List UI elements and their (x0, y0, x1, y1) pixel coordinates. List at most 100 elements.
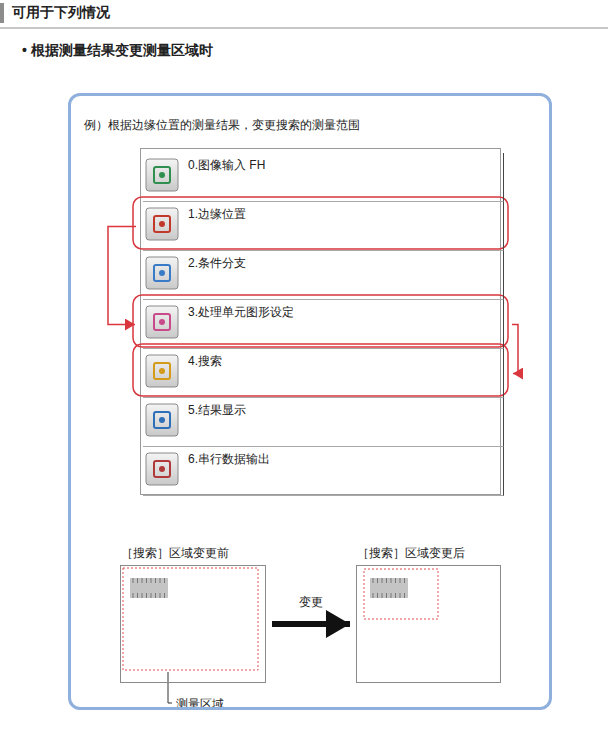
unit-icon (146, 208, 178, 240)
image-box: ［搜索］区域变更前 (120, 565, 266, 683)
chip-pin (160, 578, 161, 583)
chip-pin (373, 578, 374, 583)
highlight-outline (133, 344, 508, 396)
icon-glyph (154, 412, 170, 428)
chip-pin (151, 593, 152, 598)
processing-unit-row: 0.图像输入 FH (143, 153, 504, 202)
icon-dot (159, 221, 165, 227)
unit-icon (146, 257, 178, 289)
icon-frame (146, 404, 178, 436)
processing-unit-row: 3.处理单元图形设定 (143, 300, 504, 349)
chip-pin (382, 578, 383, 583)
unit-name: 6.串行数据输出 (188, 451, 270, 468)
chip-pin (160, 593, 161, 598)
icon-glyph (154, 314, 170, 330)
after-image (364, 569, 438, 619)
flow-arrow (512, 325, 518, 374)
example-note: 例）根据边缘位置的测量结果，变更搜索的测量范围 (84, 117, 360, 134)
box-heading: ［搜索］区域变更后 (357, 545, 465, 562)
region-label: 测量区域 (176, 696, 224, 713)
icon-glyph (154, 216, 170, 232)
unit-name: 1.边缘位置 (188, 206, 246, 223)
chip-pin (395, 578, 396, 583)
chip-pin (404, 578, 405, 583)
change-arrow (272, 621, 350, 627)
chip-pin (133, 578, 134, 583)
chip-pins (373, 578, 405, 598)
icon-frame (146, 355, 178, 387)
highlight-outline (133, 197, 508, 249)
list-frame (141, 149, 501, 495)
chip-pin (164, 593, 165, 598)
heading-bar (0, 3, 4, 23)
chip-pin (142, 593, 143, 598)
chip-pin (377, 593, 378, 598)
chip-pin (155, 593, 156, 598)
unit-name: 0.图像输入 FH (188, 157, 265, 174)
icon-dot (159, 466, 165, 472)
unit-name: 5.结果显示 (188, 402, 246, 419)
unit-icon (146, 404, 178, 436)
measure-region (123, 568, 258, 670)
measure-region (364, 569, 438, 619)
highlight-outline (133, 295, 508, 347)
chip-pin (395, 593, 396, 598)
before-image (123, 568, 258, 670)
highlight-group (133, 197, 508, 396)
icon-dot (159, 270, 165, 276)
unit-icon (146, 306, 178, 338)
chip-pin (146, 578, 147, 583)
chip-pin (391, 593, 392, 598)
unit-icon (146, 453, 178, 485)
chip-pin (373, 593, 374, 598)
box-heading: ［搜索］区域变更前 (121, 545, 229, 562)
chip-pin (137, 593, 138, 598)
leader-line (168, 672, 172, 703)
chip-pin (377, 578, 378, 583)
chip-pin (386, 593, 387, 598)
processing-unit-row: 5.结果显示 (143, 398, 504, 447)
processing-unit-row: 2.条件分支 (143, 251, 504, 300)
chip-pin (151, 578, 152, 583)
chip-pins (133, 578, 165, 598)
processing-unit-row: 4.搜索 (143, 349, 504, 398)
processing-unit-row: 6.串行数据输出 (143, 447, 504, 496)
icon-glyph (154, 167, 170, 183)
icon-dot (159, 172, 165, 178)
heading-rule (0, 27, 608, 29)
chip-pin (382, 593, 383, 598)
unit-name: 2.条件分支 (188, 255, 246, 272)
icon-frame (146, 208, 178, 240)
chip-pin (142, 578, 143, 583)
icon-group (146, 159, 178, 485)
chip-pin (146, 593, 147, 598)
icon-frame (146, 257, 178, 289)
chip-pin (155, 578, 156, 583)
chip-pin (386, 578, 387, 583)
chip-pin (400, 593, 401, 598)
bullet-heading: • 根据测量结果变更测量区域时 (22, 42, 213, 60)
unit-name: 3.处理单元图形设定 (188, 304, 294, 321)
section-heading: 可用于下列情况 (12, 4, 110, 22)
icon-frame (146, 306, 178, 338)
image-box: ［搜索］区域变更后 (356, 565, 501, 683)
icon-frame (146, 159, 178, 191)
icon-glyph (154, 363, 170, 379)
chip-pin (137, 578, 138, 583)
chip-pin (404, 593, 405, 598)
flow-arrow (108, 227, 136, 325)
chip-pin (164, 578, 165, 583)
chip-pin (391, 578, 392, 583)
processing-unit-row: 1.边缘位置 (143, 202, 504, 251)
arrow-label: 变更 (297, 594, 325, 611)
icon-dot (159, 368, 165, 374)
icon-dot (159, 319, 165, 325)
icon-glyph (154, 265, 170, 281)
example-panel: 例）根据边缘位置的测量结果，变更搜索的测量范围 0.图像输入 FH 1.边缘位置 2.… (68, 93, 552, 710)
icon-dot (159, 417, 165, 423)
unit-icon (146, 355, 178, 387)
chip (130, 578, 168, 598)
chip (370, 578, 408, 598)
